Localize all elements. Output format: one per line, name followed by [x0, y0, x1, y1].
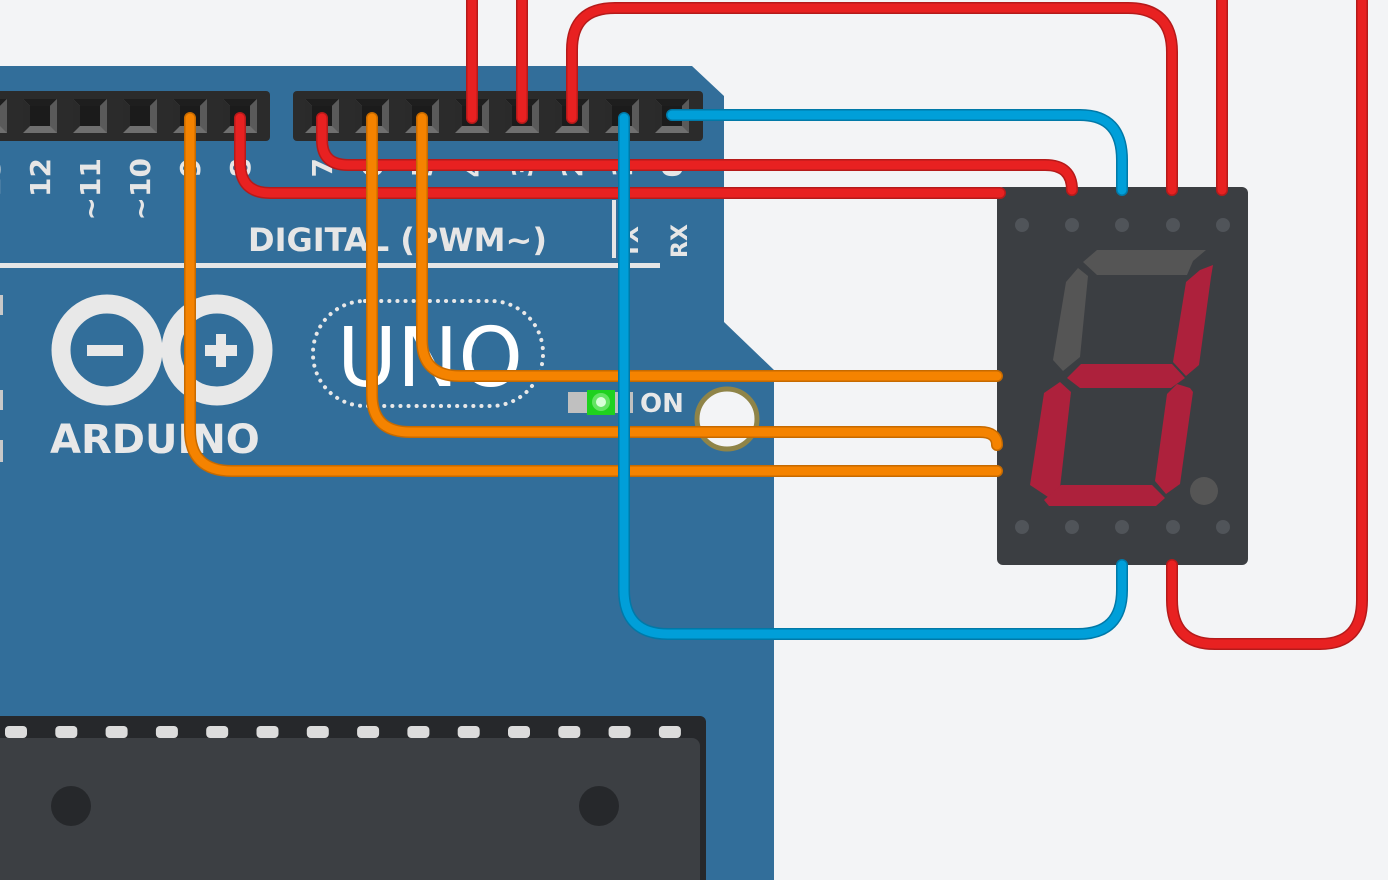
chip-pin: [206, 726, 229, 738]
chip-pin: [5, 726, 27, 738]
display-pin[interactable]: [1216, 520, 1230, 534]
chip-pin: [155, 726, 178, 738]
chip-pin: [457, 726, 480, 738]
display-pin[interactable]: [1015, 218, 1029, 232]
chip-pin: [357, 726, 380, 738]
chip-pin: [306, 726, 329, 738]
display-pin[interactable]: [1216, 218, 1230, 232]
chip-pin: [558, 726, 581, 738]
pin-label: 13: [0, 158, 7, 197]
header-pin-socket[interactable]: [0, 99, 7, 133]
wire-pin5[interactable]: [416, 112, 1003, 382]
chip-pin: [608, 726, 631, 738]
mounting-hole: [694, 386, 760, 452]
chip-pin: [256, 726, 279, 738]
chip-pin: [55, 726, 78, 738]
display-pin[interactable]: [1015, 520, 1029, 534]
chip-pin: [658, 726, 681, 738]
arduino-logo: ARDUINO: [50, 294, 273, 463]
edge-mark: [0, 295, 3, 315]
wire-pin2[interactable]: [566, 2, 1178, 196]
display-pin[interactable]: [1115, 218, 1129, 232]
segment-a: [1083, 250, 1206, 275]
header-pin-socket[interactable]: [73, 99, 107, 133]
pin-label: ~10: [124, 158, 157, 220]
segment-d: [1044, 485, 1165, 506]
header-pin-socket[interactable]: [23, 99, 57, 133]
edge-mark: [0, 440, 3, 462]
display-pin[interactable]: [1166, 520, 1180, 534]
wire-pin8[interactable]: [234, 112, 1006, 199]
display-pin[interactable]: [1065, 218, 1079, 232]
segment-f: [1053, 268, 1088, 371]
segment-c: [1155, 384, 1193, 494]
wire-pin0[interactable]: [666, 109, 1128, 196]
wire-pin6[interactable]: [366, 112, 1003, 451]
wire-pin1[interactable]: [618, 112, 1128, 640]
chip-pin: [508, 726, 530, 738]
microcontroller-chip: [0, 716, 706, 880]
chip-pin: [407, 726, 430, 738]
digital-label-underline: [0, 263, 660, 268]
seven-segment-display[interactable]: [997, 187, 1248, 565]
edge-mark: [0, 390, 3, 410]
chip-notch: [579, 786, 619, 826]
display-pin[interactable]: [1065, 520, 1079, 534]
pin-label: ~11: [74, 158, 107, 220]
segment-e: [1030, 382, 1071, 497]
arduino-wordmark: ARDUINO: [50, 417, 260, 463]
power-led: ON: [568, 389, 684, 419]
display-pin[interactable]: [1166, 218, 1180, 232]
chip-pin: [105, 726, 128, 738]
wire-pin4b[interactable]: [1166, 0, 1368, 650]
tx-rx-divider: [612, 200, 616, 258]
power-led-label: ON: [640, 389, 684, 419]
chip-notch: [51, 786, 91, 826]
display-pin[interactable]: [1115, 520, 1129, 534]
digital-pwm-label: DIGITAL (PWM~): [248, 221, 547, 259]
minus-icon: [87, 345, 123, 356]
wire-pin9[interactable]: [184, 112, 1003, 477]
rx-label: RX: [668, 224, 693, 258]
wire-pin7[interactable]: [316, 112, 1078, 196]
segment-dp: [1190, 477, 1218, 505]
header-right: [293, 91, 703, 141]
segment-b: [1173, 265, 1213, 376]
pin-label: 12: [24, 158, 57, 197]
header-pin-socket[interactable]: [123, 99, 157, 133]
segment-g: [1067, 364, 1185, 388]
